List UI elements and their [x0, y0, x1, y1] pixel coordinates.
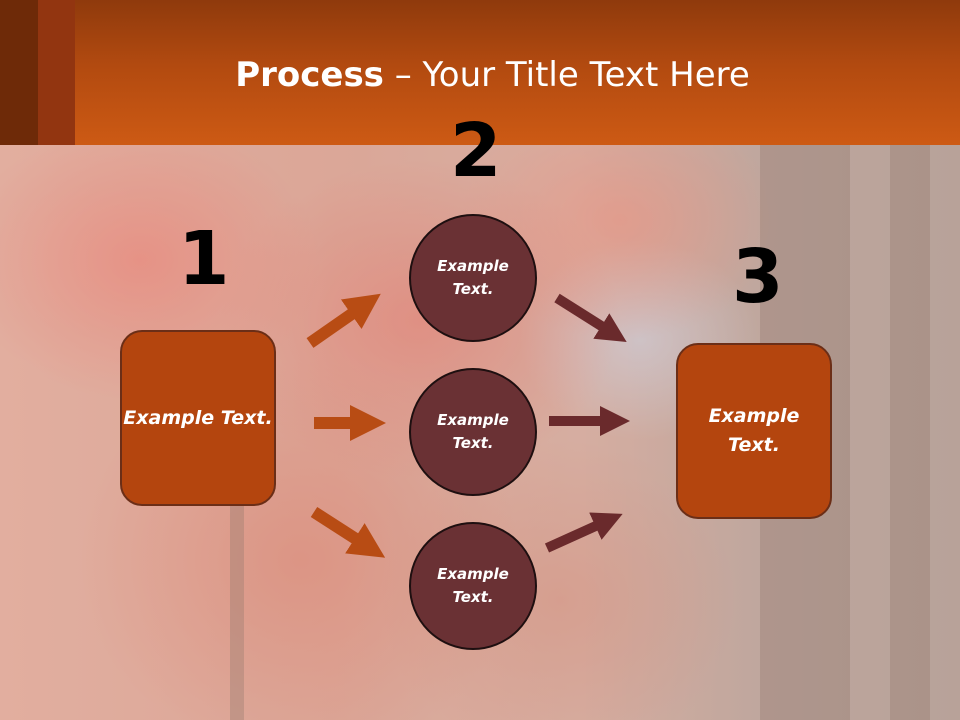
circle-top: Example Text. [409, 214, 537, 342]
arrow-left-to-top [306, 293, 381, 348]
circle-top-text: Example Text. [437, 257, 509, 298]
circle-middle: Example Text. [409, 368, 537, 496]
left-step-box: Example Text. [120, 330, 276, 506]
arrow-bottom-to-right [544, 512, 623, 553]
circle-bottom-text: Example Text. [437, 565, 509, 606]
slide-title: Process – Your Title Text Here [0, 55, 960, 95]
title-rest: – Your Title Text Here [383, 55, 750, 95]
circle-bottom: Example Text. [409, 522, 537, 650]
right-step-box: Example Text. [676, 343, 832, 519]
step-number-1: 1 [178, 216, 230, 302]
left-box-text: Example Text. [123, 406, 273, 429]
step-number-2: 2 [450, 108, 502, 194]
arrow-left-to-bottom [310, 506, 386, 558]
step-number-3: 3 [732, 234, 784, 320]
header-accent-dark [0, 0, 38, 145]
arrow-top-to-right [554, 293, 627, 343]
right-box-text: Example Text. [708, 405, 800, 456]
circle-middle-text: Example Text. [437, 411, 509, 452]
title-bold: Process [235, 55, 384, 95]
tree-trunk [890, 140, 930, 720]
header-bar [0, 0, 960, 145]
header-accent-mid [38, 0, 75, 145]
